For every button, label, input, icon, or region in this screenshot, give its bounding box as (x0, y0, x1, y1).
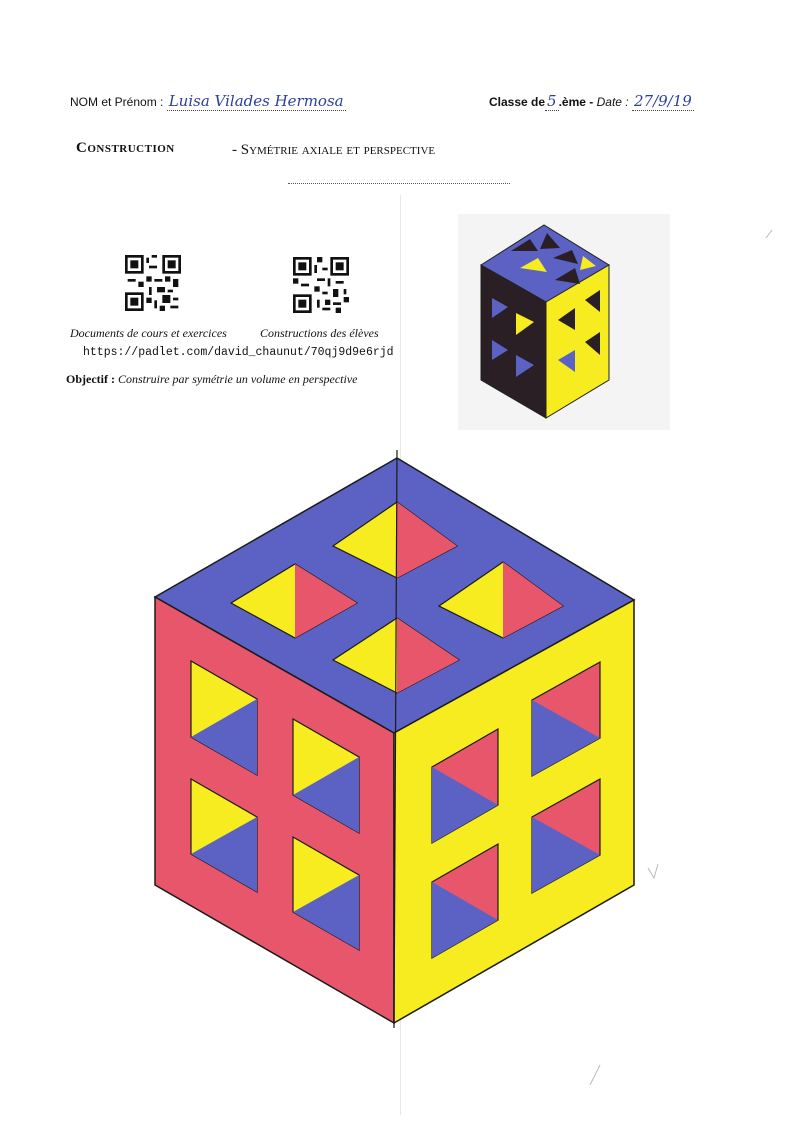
objective-label: Objectif : (66, 372, 115, 386)
page-title: Construction (76, 140, 175, 156)
right-face-holes (431, 660, 601, 960)
objective: Objectif : Construire par symétrie un vo… (66, 372, 358, 387)
qr-caption-constructions: Constructions des élèves (260, 326, 379, 340)
name-handwritten: Luisa Vilades Hermosa (166, 92, 346, 111)
reference-cube (480, 224, 610, 419)
page-subtitle: - Symétrie axiale et perspective (232, 142, 436, 158)
left-face-holes (190, 659, 360, 952)
name-label: NOM et Prénom : (70, 95, 164, 109)
large-cube (153, 449, 636, 1029)
top-face-holes (229, 501, 565, 694)
qr-code-icon (293, 257, 349, 313)
class-label: Classe de (489, 95, 546, 109)
pencil-marks (589, 229, 773, 1086)
qr-code-icon (125, 255, 181, 311)
date-handwritten: 27/9/19 (631, 92, 694, 111)
dotted-line (288, 177, 510, 184)
date-label: Date : (596, 95, 629, 109)
objective-text: Construire par symétrie un volume en per… (117, 372, 358, 386)
qr-code-graphic-1 (125, 255, 181, 311)
class-handwritten: 5 (545, 92, 559, 111)
symmetry-axis (393, 449, 398, 1029)
qr-caption-courses: Documents de cours et exercices (70, 326, 227, 340)
padlet-url[interactable]: https://padlet.com/david_chaunut/70qj9d9… (83, 346, 394, 359)
name-field: NOM et Prénom : Luisa Vilades Hermosa (70, 92, 346, 111)
qr-code-graphic-2 (293, 257, 349, 313)
class-suffix: .ème - (558, 95, 594, 109)
